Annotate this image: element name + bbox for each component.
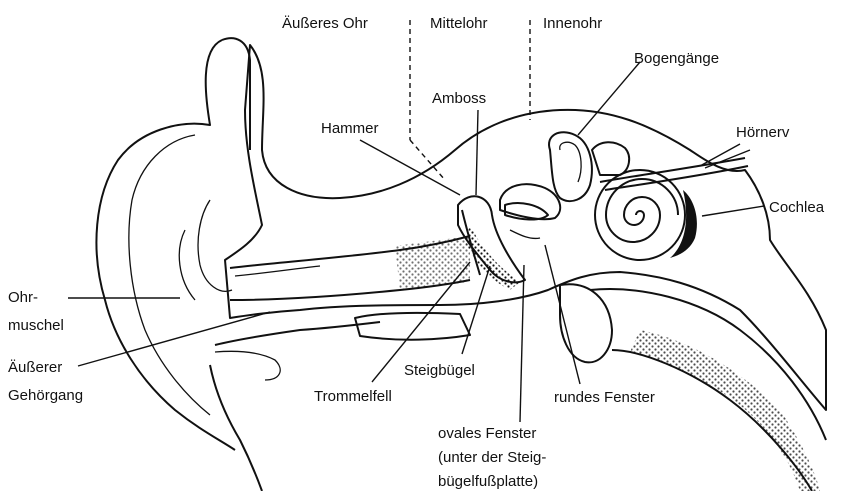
leader-amboss [476,110,478,195]
pinna [96,38,380,491]
label-ovales-fenster-2: (unter der Steig- [438,449,546,466]
leader-bogengaenge [578,62,640,135]
label-gehoergang-2: Gehörgang [8,387,83,404]
label-amboss: Amboss [432,90,486,107]
label-rundes-fenster: rundes Fenster [554,389,655,406]
leader-cochlea [702,206,764,216]
label-innenohr: Innenohr [543,15,602,32]
label-ovales-fenster-3: bügelfußplatte) [438,473,538,490]
temporal-bone [225,45,826,410]
leader-hammer [360,140,460,195]
label-bogengaenge: Bogengänge [634,50,719,67]
label-ovales-fenster-1: ovales Fenster [438,425,536,442]
leader-ovales-fenster [520,265,524,422]
label-ohrmuschel-1: Ohr- [8,289,38,306]
ear-canal [230,236,470,300]
label-cochlea: Cochlea [769,199,825,216]
label-hoernerv: Hörnerv [736,124,790,141]
label-steigbuegel: Steigbügel [404,362,475,379]
label-gehoergang-1: Äußerer [8,359,62,376]
semicircular-canals [500,132,629,219]
label-aeusseres-ohr: Äußeres Ohr [282,15,368,32]
label-trommelfell: Trommelfell [314,388,392,405]
leader-rundes-fenster [545,245,580,384]
label-ohrmuschel-2: muschel [8,317,64,334]
label-hammer: Hammer [321,120,379,137]
label-mittelohr: Mittelohr [430,15,488,32]
